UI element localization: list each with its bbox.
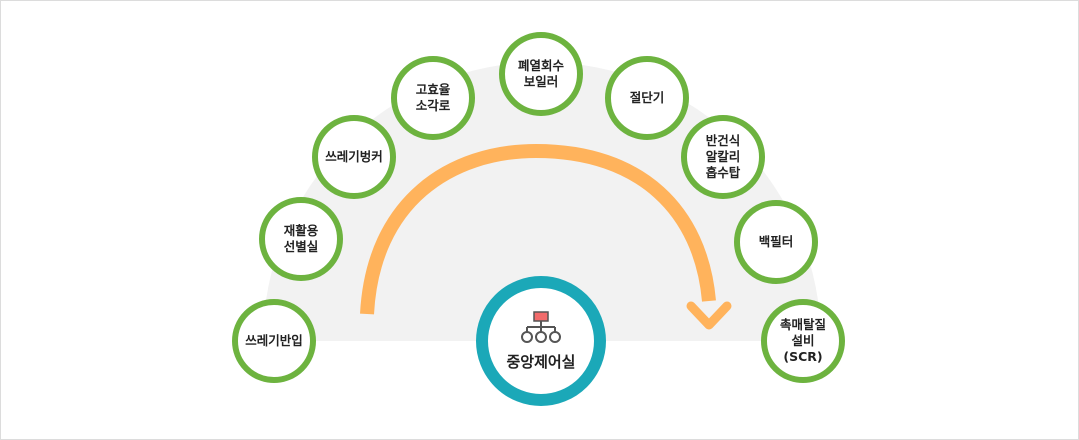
node-absorption-tower: 반건식 알칼리 흡수탑 <box>681 115 765 199</box>
node-waste-intake: 쓰레기반입 <box>232 299 316 383</box>
node-scr: 촉매탈질 설비 (SCR) <box>761 299 845 383</box>
network-hierarchy-icon <box>521 310 561 343</box>
node-waste-bunker: 쓰레기벙커 <box>312 115 396 199</box>
central-control-room: 중앙제어실 <box>476 276 606 406</box>
flow-arrowhead <box>686 301 732 330</box>
center-label: 중앙제어실 <box>506 352 576 371</box>
node-heat-recovery-boiler: 폐열회수 보일러 <box>499 32 583 116</box>
node-cutter: 절단기 <box>605 56 689 140</box>
flow-arrow-arc <box>360 143 716 315</box>
background-semicircle <box>263 62 821 341</box>
node-incinerator: 고효율 소각로 <box>391 56 475 140</box>
node-recycling-sorting: 재활용 선별실 <box>259 197 343 281</box>
node-bag-filter: 백필터 <box>734 200 818 284</box>
